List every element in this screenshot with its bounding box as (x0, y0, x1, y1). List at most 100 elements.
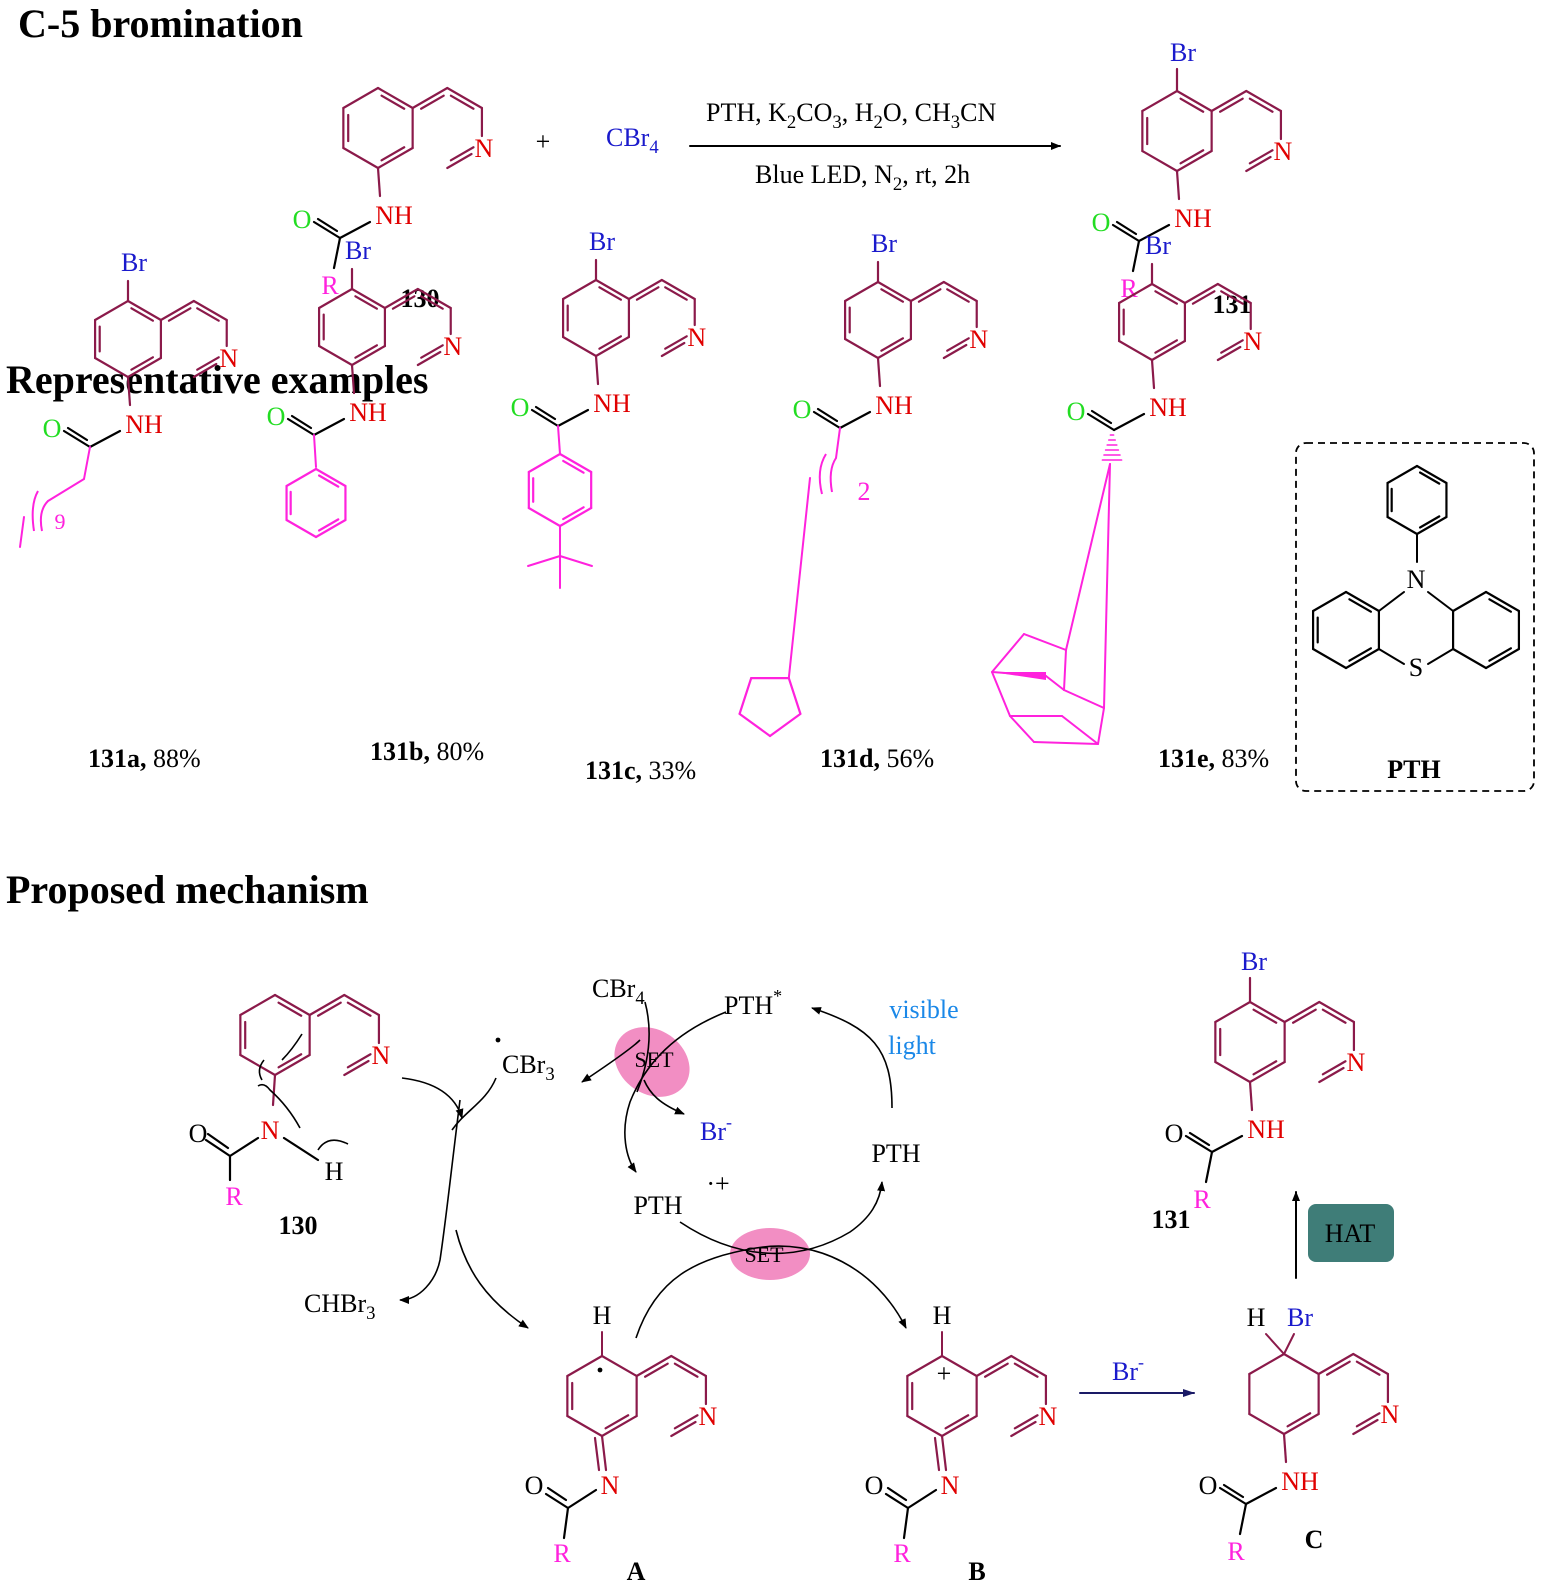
bond (566, 1354, 604, 1378)
bond (416, 350, 442, 367)
double-bond (917, 288, 942, 303)
double-bond (380, 94, 406, 110)
bond (192, 299, 228, 322)
bond (812, 410, 842, 430)
bond (1352, 1418, 1379, 1436)
imine-bond (600, 1434, 608, 1472)
bromine: Br (1287, 1303, 1313, 1332)
bond (1063, 689, 1105, 709)
bond (316, 217, 339, 233)
carbonyl-oxygen: O (865, 1471, 884, 1500)
bond (350, 344, 387, 367)
electron-arrow (258, 1059, 265, 1081)
c-h-bond (1265, 1333, 1285, 1355)
bond (1117, 339, 1154, 362)
benzo-ring (1117, 282, 1187, 362)
bromine: Br (589, 227, 615, 256)
hydrogen: H (325, 1157, 344, 1186)
amide-nh: NH (1281, 1467, 1319, 1496)
bond (562, 1506, 570, 1540)
mechanism-quinoline-131: N (1214, 1000, 1366, 1084)
double-bond (1191, 290, 1216, 305)
bond (1245, 155, 1272, 173)
bond (1248, 1060, 1286, 1084)
r-group: R (893, 1539, 911, 1568)
pyridine-ring (411, 86, 484, 170)
intermediate-C: N (1248, 1352, 1400, 1436)
double-bond (664, 335, 688, 350)
visible-light-line2: light (888, 1031, 936, 1060)
adamantyl-cage (991, 463, 1111, 745)
carbonyl-oxygen: O (1067, 397, 1086, 426)
bond (558, 452, 593, 474)
amide-nh: NH (125, 410, 163, 439)
example-131c-amide: NHO (511, 354, 631, 428)
bond (876, 280, 913, 303)
bond (1175, 169, 1181, 201)
bond (1086, 412, 1116, 432)
pyridine-ring (635, 1354, 708, 1438)
bond (1141, 149, 1179, 173)
double-bond (643, 1362, 669, 1378)
bond (738, 677, 753, 715)
double-bond (420, 295, 444, 310)
bond (1150, 339, 1187, 362)
bond (1063, 649, 1067, 691)
double-bond (673, 1362, 699, 1378)
bond (1282, 1432, 1288, 1464)
double-bond (317, 474, 340, 488)
bond (66, 426, 89, 442)
carbonyl-oxygen: O (1165, 1119, 1184, 1148)
cbr4: CBr4 (592, 974, 645, 1009)
double-bond (419, 94, 445, 110)
carbonyl-oxygen: O (525, 1471, 544, 1500)
bond (600, 1354, 638, 1378)
chbr3: CHBr3 (304, 1289, 375, 1324)
bond (566, 1488, 598, 1510)
quinoline-nitrogen: N (1243, 327, 1262, 356)
bond (768, 712, 802, 738)
imine-bond (940, 1434, 948, 1472)
bond (350, 287, 387, 310)
benzo-ring (239, 993, 311, 1077)
bond (1244, 1486, 1278, 1506)
pyridine-ring (159, 299, 228, 379)
chain-count-9: 9 (55, 509, 66, 534)
bond (1377, 648, 1405, 665)
bromine: Br (1170, 38, 1196, 67)
double-bond (449, 94, 475, 110)
benzo-ring (317, 287, 387, 367)
chain-bracket (31, 490, 49, 532)
bond (940, 1354, 978, 1378)
bond (1216, 345, 1242, 362)
r-group: R (1227, 1537, 1245, 1566)
double-bond (673, 1414, 699, 1430)
double-bond (1220, 290, 1244, 305)
double-bond (1418, 515, 1441, 529)
quinoline-nitrogen: N (699, 1402, 718, 1431)
bond (527, 452, 562, 474)
double-bond (196, 356, 220, 371)
bond (902, 1506, 910, 1540)
double-bond (196, 307, 220, 322)
bond (561, 278, 598, 301)
double-bond (1252, 1008, 1278, 1024)
bond (192, 362, 218, 379)
bond (738, 712, 772, 738)
bond (317, 344, 354, 367)
double-bond (1154, 339, 1179, 354)
imine-nitrogen: N (941, 1471, 960, 1500)
visible-light-line1: visible (889, 995, 958, 1024)
bond (991, 671, 1011, 717)
bond (556, 408, 590, 428)
bond (670, 1354, 708, 1378)
quinoline-nitrogen: N (372, 1041, 391, 1070)
bond (342, 146, 380, 170)
bond (1352, 1352, 1390, 1376)
bond (670, 1420, 697, 1438)
bond (566, 1414, 604, 1438)
bond (350, 363, 356, 395)
double-bond (1218, 97, 1244, 113)
bond (942, 280, 978, 303)
